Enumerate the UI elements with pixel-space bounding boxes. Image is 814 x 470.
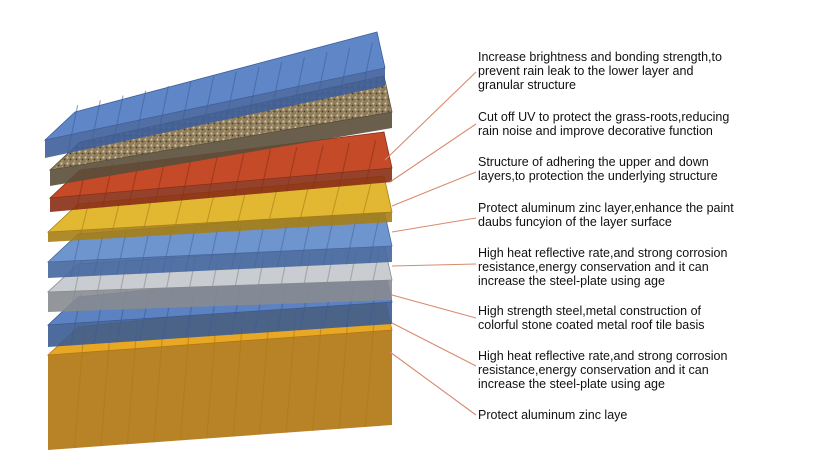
layer-rib [276,221,288,268]
layer-rib [157,85,169,135]
layer-top-face [43,31,386,141]
layer-red-adhesive [48,131,393,212]
label-blue-reflective: High heat reflective rate,and strong cor… [478,246,728,288]
leader-line-blue-top [384,71,477,161]
layer-rib [207,224,220,271]
layer-front-edge [45,68,385,158]
leader-line-yellow-base [389,351,477,416]
leader-line-blue-lower [391,322,477,367]
layer-rib [297,187,309,228]
leader-line-red-adhesive [391,171,477,207]
layer-rib [360,183,372,224]
layer-front-edge [48,246,392,278]
layer-blue-top [43,31,386,158]
label-steel-core: High strength steel,metal construction o… [478,304,705,332]
layer-rib [271,61,283,111]
layer-rib [180,156,193,201]
leader-line-stone-granule [389,123,477,183]
layer-rib [207,154,219,199]
label-blue-top: Increase brightness and bonding strength… [478,50,722,92]
layer-rib [172,194,184,235]
layer-rib [235,190,247,232]
leader-line-blue-reflective [391,263,477,267]
layer-rib [299,220,311,267]
layer-rib [253,222,265,269]
layer-rib [345,218,357,265]
layer-rib [89,100,101,149]
layer-front-edge [50,168,392,212]
label-yellow-coat: Protect aluminum zinc layer,enhance the … [478,201,734,229]
layer-rib [339,47,351,96]
layer-rib [203,192,215,234]
layer-rib [368,216,380,264]
layer-front-edge [50,112,392,186]
layer-rib [180,81,192,130]
layer-rib [316,52,328,101]
layer-rib [135,90,147,139]
label-stone-granule: Cut off UV to protect the grass-roots,re… [478,110,730,138]
layer-rib [312,144,324,190]
layer-front-edge [48,302,392,347]
layer-rib [338,142,350,187]
layer-rib [233,151,245,196]
leader-line-steel-core [391,294,477,319]
leader-line-yellow-coat [391,217,477,233]
label-red-adhesive: Structure of adhering the upper and down… [478,155,718,183]
layer-rib [230,223,243,270]
label-blue-lower: High heat reflective rate,and strong cor… [478,349,728,391]
layer-rib [365,140,377,185]
layer-rib [112,95,124,144]
layer-front-edge [48,280,392,312]
layer-rib [286,147,298,192]
layer-rib [259,149,272,194]
layer-rib [248,66,260,115]
label-yellow-base: Protect aluminum zinc laye [478,408,628,422]
layer-rib [361,42,373,91]
layer-front-edge [48,212,392,242]
layer-rib [293,57,305,106]
layer-rib [266,189,278,230]
layer-rib [225,71,237,120]
layer-rib [328,185,341,226]
layer-rib [322,219,334,266]
layer-rib [67,105,79,154]
layer-rib [203,76,215,125]
